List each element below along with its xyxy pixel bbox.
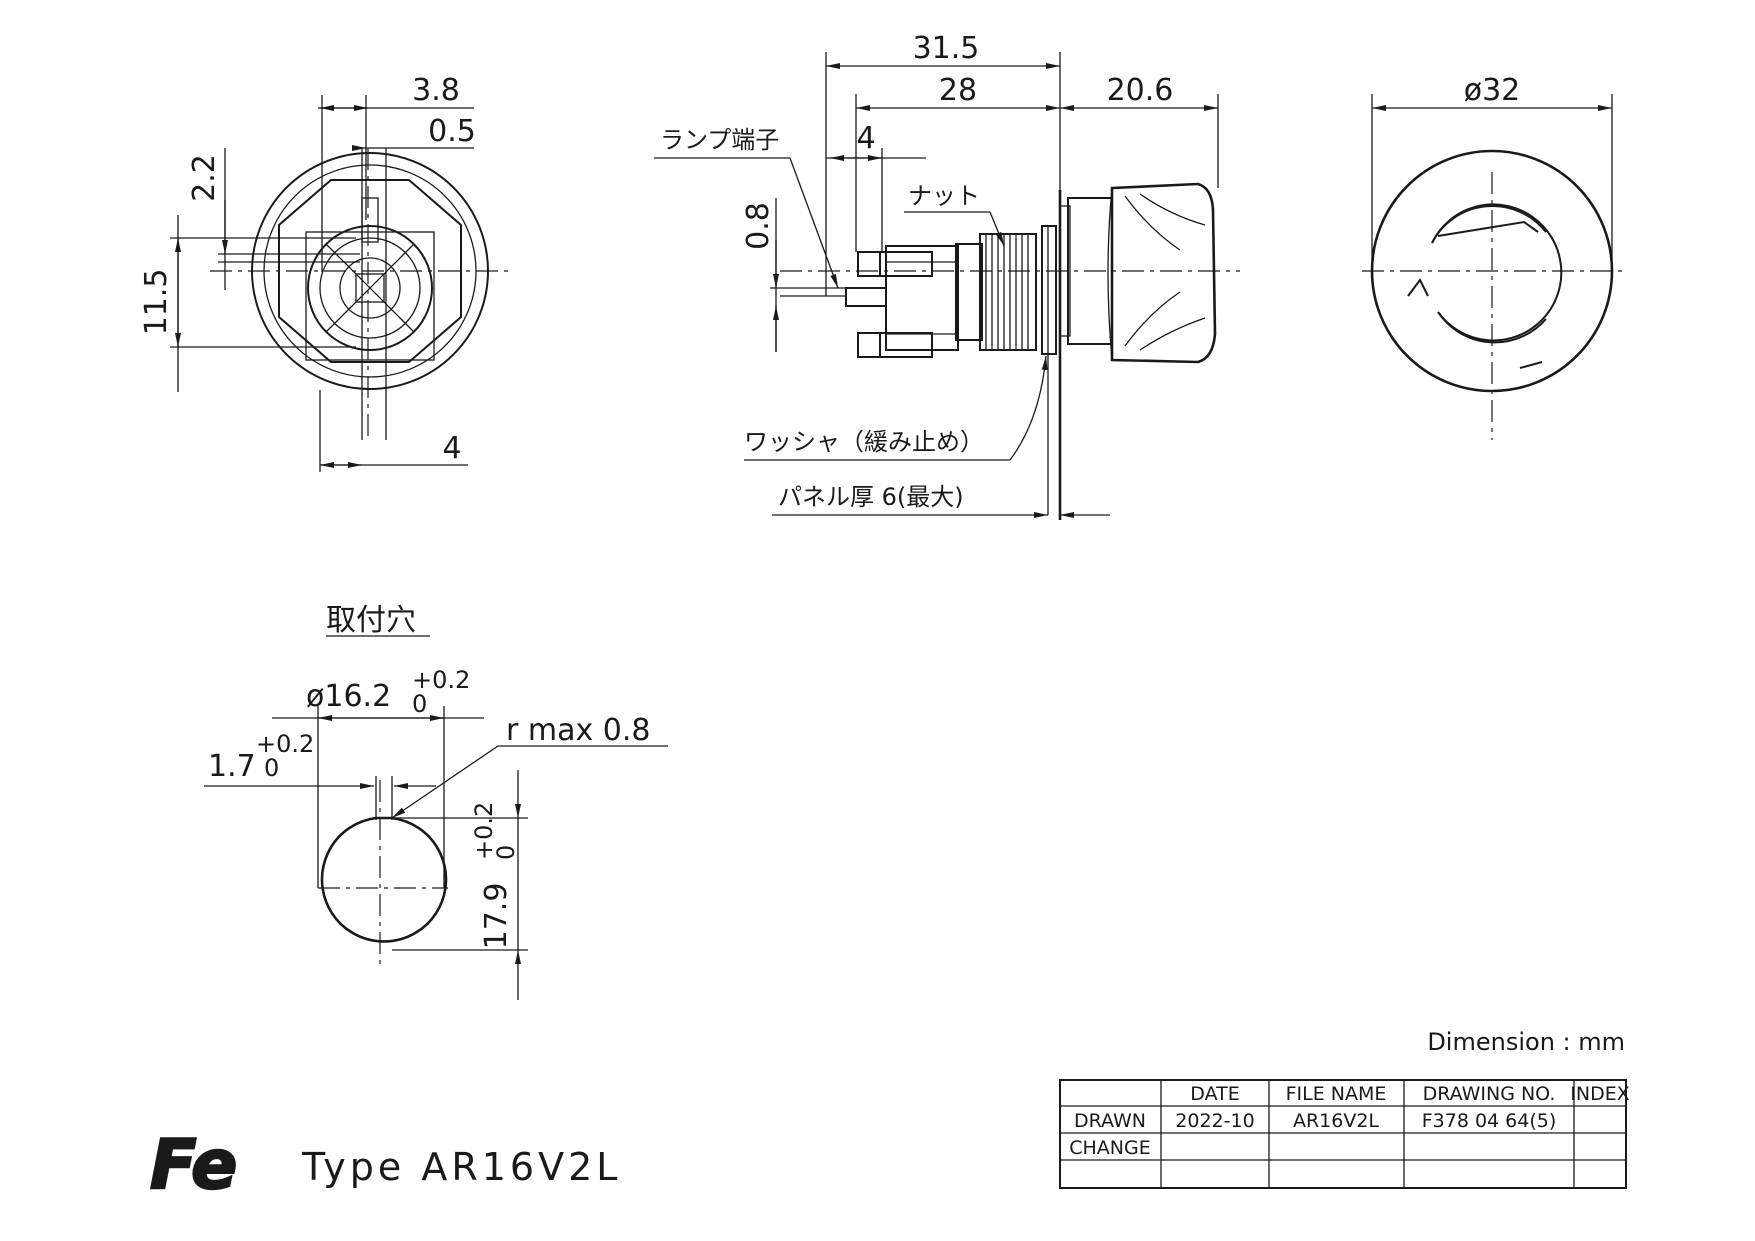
tb-row-change-label: CHANGE	[1069, 1137, 1151, 1159]
tb-header-file-name: FILE NAME	[1286, 1083, 1387, 1105]
dim-32: ø32	[1464, 73, 1521, 108]
front-square-body	[305, 231, 435, 361]
button-arc-bottom	[1437, 311, 1547, 344]
button-tab-top	[1437, 220, 1539, 237]
side-terminal-bottom	[879, 332, 933, 358]
hole-outline	[320, 816, 448, 943]
leader-washer	[1009, 355, 1048, 461]
dim-4-front: 4	[442, 431, 461, 466]
dim-4-side: 4	[856, 121, 875, 156]
dim-hole-dia: ø16.2	[306, 679, 391, 714]
dim-31.5: 31.5	[913, 31, 980, 66]
side-lamp-terminal	[845, 287, 887, 307]
dim-key-height: 17.9	[479, 883, 514, 950]
dim-key-h-tol-zero: 0	[492, 845, 520, 860]
dim-0.5: 0.5	[428, 114, 476, 149]
front-view: 3.8 0.5 2.2 11.5 4	[139, 73, 512, 472]
side-terminal-top	[879, 251, 933, 277]
dim-11.5: 11.5	[139, 269, 174, 336]
dim-key-width: 1.7	[208, 749, 256, 784]
tb-row-drawn-file: AR16V2L	[1293, 1110, 1379, 1132]
label-lamp-terminal: ランプ端子	[660, 126, 779, 154]
tb-row-drawn-date: 2022-10	[1175, 1110, 1254, 1132]
label-panel: パネル厚 6(最大)	[778, 483, 964, 511]
type-label: Type AR16V2L	[301, 1145, 621, 1189]
button-arc-top	[1431, 205, 1547, 244]
side-nut	[979, 233, 1037, 351]
front-top-key	[361, 197, 379, 243]
dim-0.8: 0.8	[741, 202, 776, 250]
label-washer: ワッシャ（緩み止め）	[744, 428, 984, 456]
side-view: 31.5 28 20.6 4 0.8 ランプ端子 ナット ワッシャ（緩み止め）	[654, 31, 1240, 520]
leader-rmax	[391, 745, 499, 819]
button-tab-left	[1407, 278, 1429, 297]
front-switch-circle	[307, 225, 433, 351]
side-cap-ribs	[1124, 193, 1206, 351]
label-nut: ナット	[908, 182, 980, 210]
side-washer	[1041, 225, 1057, 355]
dim-key-tol-plus: +0.2	[256, 730, 314, 758]
mounting-hole-view: 取付穴 ø16.2 +0.2 0 1.7 +0.2 0 r max 0.8 17…	[204, 603, 668, 1000]
dim-20.6: 20.6	[1107, 73, 1174, 108]
fe-logo: Fe	[150, 1126, 237, 1205]
side-button-cap	[1110, 182, 1217, 364]
tb-row-drawn-number: F378 04 64(5)	[1422, 1110, 1557, 1132]
dim-3.8: 3.8	[412, 73, 460, 108]
dim-hole-dia-tol-plus: +0.2	[412, 666, 470, 694]
front-gear-2	[325, 243, 415, 333]
side-bezel	[1067, 197, 1113, 345]
side-terminal-top-tab	[857, 251, 881, 277]
dim-key-h-tol-plus: +0.2	[470, 802, 498, 860]
tb-row-drawn-label: DRAWN	[1074, 1110, 1146, 1132]
dim-key-tol-zero: 0	[264, 754, 279, 782]
tb-header-date: DATE	[1190, 1083, 1239, 1105]
tb-header-drawing-no: DRAWING NO.	[1423, 1083, 1556, 1105]
dim-hole-dia-tol-zero: 0	[412, 690, 427, 718]
leader-lamp	[789, 157, 839, 289]
side-nut-knurl	[985, 234, 1029, 350]
button-tab-bottom	[1519, 361, 1543, 369]
leader-nut	[989, 211, 1005, 247]
label-mount-hole: 取付穴	[326, 603, 416, 638]
front-bezel-circle	[263, 164, 477, 378]
dim-28: 28	[939, 73, 977, 108]
side-terminal-bottom-tab	[857, 332, 881, 358]
side-cap-curve	[1107, 187, 1113, 361]
unit-note: Dimension : mm	[1427, 1028, 1625, 1056]
tb-header-index: INDEX	[1570, 1083, 1629, 1105]
button-front-view: ø32	[1362, 73, 1622, 440]
button-arc-right	[1431, 203, 1563, 342]
front-switch-inner	[319, 237, 421, 339]
front-nut-polygon	[278, 179, 462, 363]
side-body-collar	[955, 243, 983, 341]
front-rotor	[339, 257, 401, 319]
dim-rmax: r max 0.8	[506, 713, 650, 748]
front-center-terminal	[355, 273, 385, 303]
title-block-frame	[1059, 1079, 1627, 1189]
front-outer-circle	[251, 152, 489, 390]
title-block: DATE FILE NAME DRAWING NO. INDEX DRAWN 2…	[1059, 1079, 1630, 1189]
button-outer-circle	[1370, 149, 1614, 393]
dim-2.2: 2.2	[187, 154, 222, 202]
